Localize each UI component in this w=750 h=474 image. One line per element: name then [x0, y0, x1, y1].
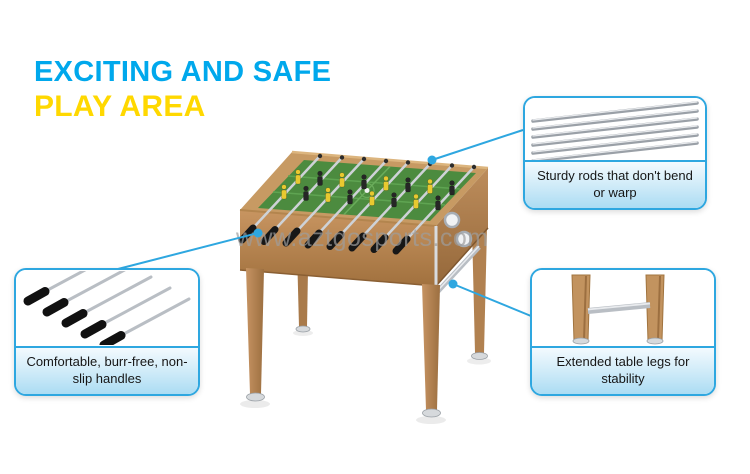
handles-callout-image — [16, 270, 198, 347]
rods-callout-image — [525, 98, 705, 161]
table-legs-icon — [571, 274, 665, 345]
rods-callout-caption: Sturdy rods that don't bend or warp — [525, 160, 705, 208]
floor-shadows — [240, 330, 491, 424]
table-players — [281, 169, 455, 211]
legs-callout-image — [532, 270, 714, 347]
table-cabinet — [239, 168, 489, 287]
cup-holders — [443, 211, 473, 248]
watermark-text: www.aztgosports.com — [236, 224, 489, 252]
foosball-table-image — [218, 128, 530, 428]
headline-line1: EXCITING AND SAFE — [34, 56, 332, 88]
legs-callout-caption: Extended table legs for stability — [532, 346, 714, 394]
legs-callout-card: Extended table legs for stability — [530, 268, 716, 396]
rods-callout-card: Sturdy rods that don't bend or warp — [523, 96, 707, 210]
handles-callout-caption: Comfortable, burr-free, non-slip handles — [16, 346, 198, 394]
player-rods-and-handles — [238, 153, 477, 255]
foosball-table-illustration — [238, 150, 491, 424]
headline-line2: PLAY AREA — [34, 90, 206, 124]
chrome-rods-icon — [531, 101, 699, 161]
table-front-legs — [246, 268, 441, 418]
headline: EXCITING AND SAFE PLAY AREA — [34, 56, 331, 124]
grip-handles-icon — [23, 271, 191, 346]
handles-callout-card: Comfortable, burr-free, non-slip handles — [14, 268, 200, 396]
